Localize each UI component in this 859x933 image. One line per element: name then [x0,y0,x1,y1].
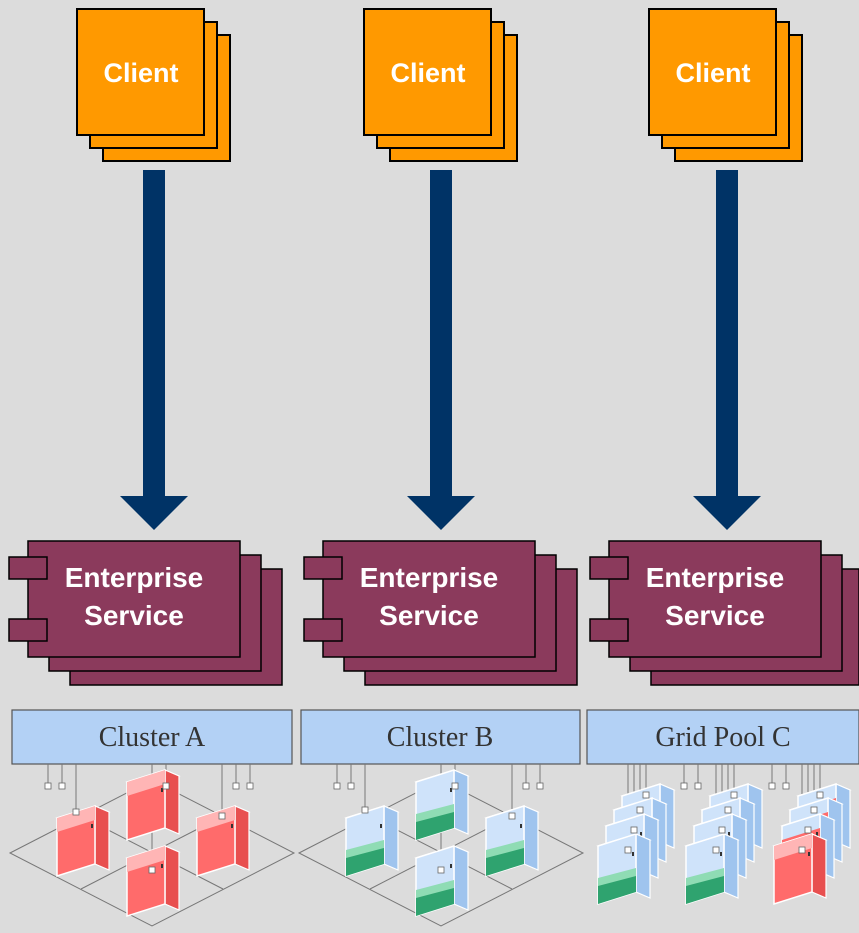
cluster-bar-b[interactable]: Cluster B [300,709,581,765]
enterprise-service-stack-b[interactable]: Enterprise Service [303,540,578,686]
client-stack-a[interactable]: Client [76,8,231,162]
component-port-icon [589,556,629,580]
component-port-icon [303,556,343,580]
cluster-bar-c[interactable]: Grid Pool C [586,709,859,765]
server-icon [126,845,180,917]
grid-pool-c-servers [597,764,851,905]
cluster-bar-a[interactable]: Cluster A [11,709,293,765]
server-icon [415,769,469,841]
service-label-line2: Service [84,600,184,631]
service-label-line1: Enterprise [360,562,499,593]
service-label-line1: Enterprise [646,562,785,593]
server-icon [597,833,651,905]
arrow-down-c [693,170,761,530]
server-icon [345,805,399,877]
client-label: Client [103,58,178,88]
server-icon [56,805,110,877]
server-icon [685,833,739,905]
server-icon [773,833,827,905]
enterprise-service-stack-c[interactable]: Enterprise Service [589,540,859,686]
server-icon [415,845,469,917]
cluster-label: Grid Pool C [655,722,790,753]
service-label-line2: Service [665,600,765,631]
client-stack-c[interactable]: Client [648,8,803,162]
component-port-icon [589,618,629,642]
enterprise-service-stack-a[interactable]: Enterprise Service [8,540,283,686]
cluster-label: Cluster A [99,722,206,753]
service-label-line1: Enterprise [65,562,204,593]
arrow-down-a [120,170,188,530]
service-label-line2: Service [379,600,479,631]
cluster-label: Cluster B [387,722,494,753]
client-stack-b[interactable]: Client [363,8,518,162]
cluster-b-servers [297,764,585,927]
client-label: Client [390,58,465,88]
client-label: Client [675,58,750,88]
component-port-icon [303,618,343,642]
server-icon [126,769,180,841]
component-port-icon [8,556,48,580]
arrow-down-b [407,170,475,530]
component-port-icon [8,618,48,642]
cluster-a-servers [8,764,296,927]
